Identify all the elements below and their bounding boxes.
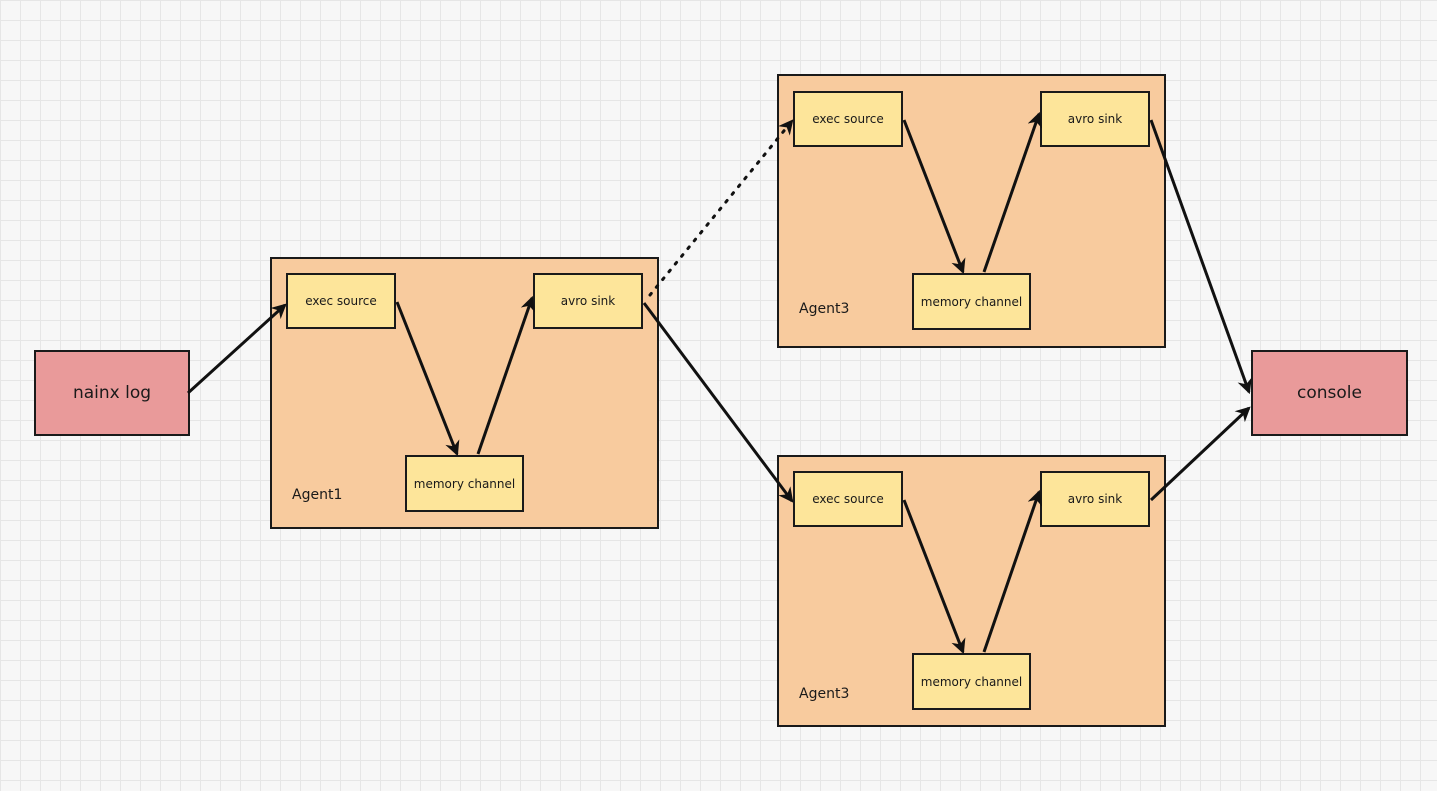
agent3-top-exec-source: exec source	[793, 91, 903, 147]
agent3-bottom-avro-sink: avro sink	[1040, 471, 1150, 527]
console-label: console	[1297, 383, 1362, 403]
agent3-top-label: Agent3	[799, 301, 850, 317]
agent3-top-memory-channel-label: memory channel	[920, 294, 1023, 309]
console-node: console	[1251, 350, 1408, 436]
agent3-bottom-label: Agent3	[799, 686, 850, 702]
agent3-top-avro-sink-label: avro sink	[1067, 112, 1123, 126]
agent1-memory-channel-label: memory channel	[413, 476, 516, 491]
agent3-bottom-exec-source-label: exec source	[812, 492, 884, 506]
edge-agent1-to-agent3-bottom	[642, 302, 794, 503]
edge-agent1-to-agent3-top-dotted	[648, 119, 794, 297]
nainx-log-node: nainx log	[34, 350, 190, 436]
agent3-bottom-memory-channel-label: memory channel	[920, 674, 1023, 689]
agent3-bottom-exec-source: exec source	[793, 471, 903, 527]
agent3-top-exec-source-label: exec source	[812, 112, 884, 126]
agent1-avro-sink: avro sink	[533, 273, 643, 329]
agent3-bottom-avro-sink-label: avro sink	[1067, 492, 1123, 506]
agent1-exec-source-label: exec source	[305, 294, 377, 308]
agent1-label: Agent1	[292, 487, 343, 503]
nainx-log-label: nainx log	[72, 383, 152, 403]
agent3-bottom-memory-channel: memory channel	[912, 653, 1031, 710]
agent3-top-memory-channel: memory channel	[912, 273, 1031, 330]
agent3-top-avro-sink: avro sink	[1040, 91, 1150, 147]
agent1-avro-sink-label: avro sink	[560, 294, 616, 308]
agent1-exec-source: exec source	[286, 273, 396, 329]
agent1-memory-channel: memory channel	[405, 455, 524, 512]
